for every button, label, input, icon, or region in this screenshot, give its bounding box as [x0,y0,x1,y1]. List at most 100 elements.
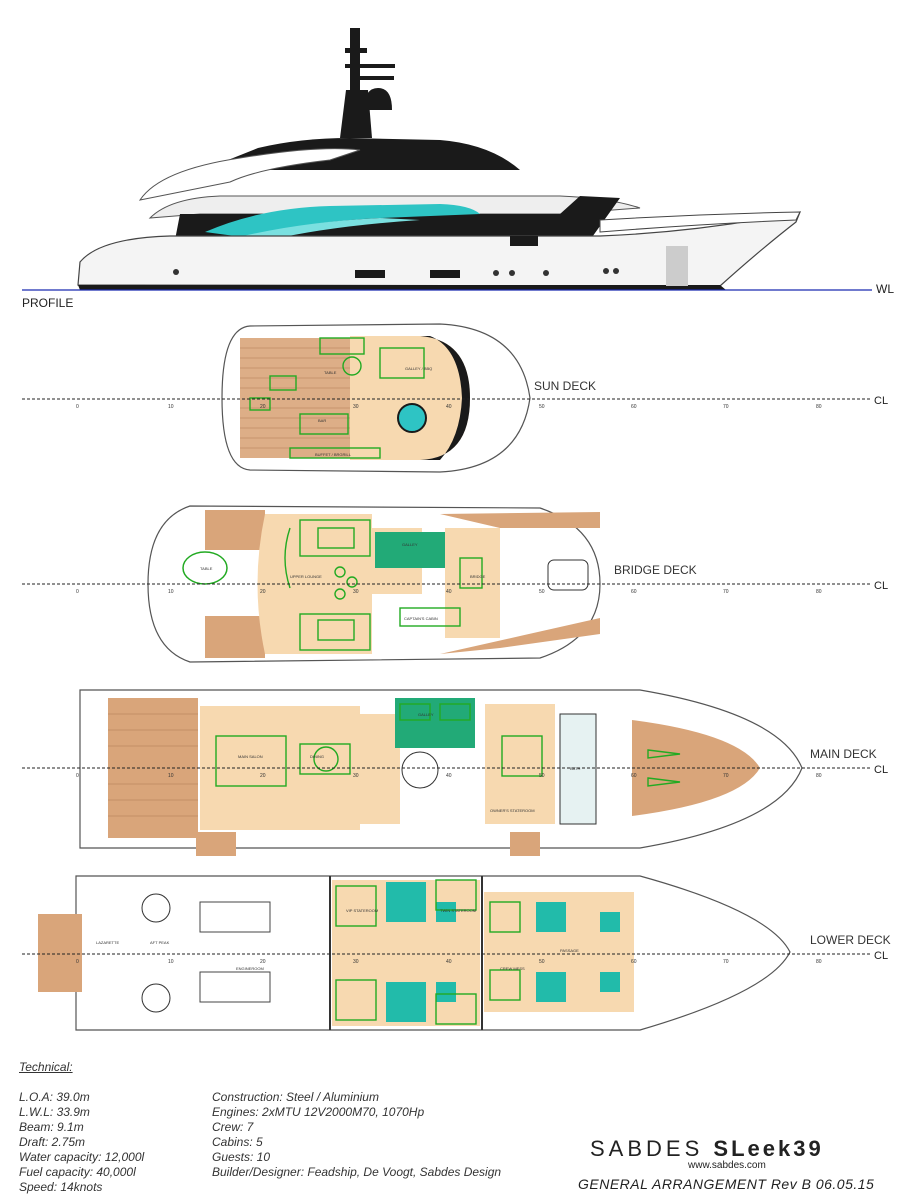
anchor-pocket [666,246,688,286]
cl-symbol: CL [874,395,888,407]
svg-text:10: 10 [168,404,174,410]
svg-text:GALLEY: GALLEY [402,542,418,547]
spec-water: Water capacity: 12,000l [19,1150,145,1164]
svg-text:CREW MESS: CREW MESS [500,966,525,971]
svg-text:VIP STATEROOM: VIP STATEROOM [346,908,378,913]
svg-text:70: 70 [723,404,729,410]
spec-guests: Guests: 10 [212,1150,271,1164]
svg-text:60: 60 [631,959,637,965]
svg-text:80: 80 [816,773,822,779]
svg-text:40: 40 [446,959,452,965]
spec-lwl: L.W.L: 33.9m [19,1105,90,1119]
specs-left: L.O.A: 39.0m L.W.L: 33.9m Beam: 9.1m Dra… [19,1090,144,1195]
jacuzzi [397,403,427,433]
svg-text:UPPER LOUNGE: UPPER LOUNGE [290,574,322,579]
svg-text:50: 50 [539,959,545,965]
spec-speed: Speed: 14knots [19,1180,103,1194]
svg-text:CAPTAIN'S CABIN: CAPTAIN'S CABIN [404,616,438,621]
spec-builder: Builder/Designer: Feadship, De Voogt, Sa… [212,1165,502,1179]
svg-text:30: 30 [353,589,359,595]
spec-beam: Beam: 9.1m [19,1120,84,1134]
svg-text:60: 60 [631,404,637,410]
svg-text:70: 70 [723,959,729,965]
main-galley [395,698,475,748]
svg-text:60: 60 [631,773,637,779]
model-name: SLeek39 [713,1136,824,1161]
svg-text:BAR: BAR [318,418,326,423]
svg-text:TABLE: TABLE [324,370,337,375]
yacht-profile-drawing: WL PROFILE [22,28,894,310]
sun-deck-label: SUN DECK [534,379,596,393]
svg-text:CL: CL [874,950,888,962]
svg-text:MAIN SALON: MAIN SALON [238,754,263,759]
spec-fuel: Fuel capacity: 40,000l [19,1165,136,1179]
main-deck-furniture [215,703,681,787]
bathrooms [386,882,620,1022]
spec-draft: Draft: 2.75m [19,1135,86,1149]
svg-text:OWNER'S STATEROOM: OWNER'S STATEROOM [490,808,535,813]
svg-text:40: 40 [446,589,452,595]
svg-text:BUFFET / BRGRILL: BUFFET / BRGRILL [315,452,352,457]
spec-crew: Crew: 7 [212,1120,254,1134]
svg-text:80: 80 [816,589,822,595]
svg-text:20: 20 [260,773,266,779]
svg-text:GALLEY / BBQ: GALLEY / BBQ [405,366,432,371]
website: www.sabdes.com [688,1160,766,1171]
engine-stbd [199,971,271,1003]
main-deck-label: MAIN DECK [810,747,877,761]
svg-text:0: 0 [76,589,79,595]
svg-text:TABLE: TABLE [200,566,213,571]
hull [77,211,801,287]
bridge-galley [375,532,445,568]
svg-text:TWIN STATEROOM: TWIN STATEROOM [440,908,476,913]
radome [364,88,392,110]
svg-text:CL: CL [874,580,888,592]
owners-stateroom [485,704,555,824]
sun-deck-hardtop-arc [420,336,470,460]
svg-text:80: 80 [816,404,822,410]
svg-text:PASSAGE: PASSAGE [560,948,579,953]
svg-text:30: 30 [353,959,359,965]
spec-construction: Construction: Steel / Aluminium [212,1090,379,1104]
lower-deck-furniture [335,879,521,1025]
svg-text:LAZARETTE: LAZARETTE [96,940,119,945]
main-deck-plan: MAIN SALON DINING GALLEY OWNER'S STATERO… [22,689,888,856]
svg-text:0: 0 [76,404,79,410]
svg-text:80: 80 [816,959,822,965]
svg-text:50: 50 [539,589,545,595]
drawing-subtitle: GENERAL ARRANGEMENT Rev B 06.05.15 [578,1176,875,1192]
svg-text:40: 40 [446,773,452,779]
svg-text:BATH: BATH [570,766,580,771]
svg-text:10: 10 [168,773,174,779]
svg-text:70: 70 [723,589,729,595]
svg-text:20: 20 [260,959,266,965]
boot-stripe [78,285,726,290]
svg-text:10: 10 [168,589,174,595]
teal-glass [205,204,480,238]
svg-text:AFT PEAK: AFT PEAK [150,940,170,945]
swim-platform [38,914,82,992]
bath [559,713,597,825]
svg-text:CL: CL [874,764,888,776]
aft-table [182,551,228,585]
brand-name: SABDES [590,1136,704,1161]
foredeck [632,720,760,816]
spec-cabins: Cabins: 5 [212,1135,263,1149]
svg-text:50: 50 [539,773,545,779]
spec-loa: L.O.A: 39.0m [19,1090,90,1104]
spiral-stair [401,751,439,789]
bridge-deck-furniture [284,519,483,651]
svg-text:10: 10 [168,959,174,965]
svg-text:70: 70 [723,773,729,779]
wl-label: WL [876,282,894,296]
svg-text:60: 60 [631,589,637,595]
svg-text:30: 30 [353,404,359,410]
svg-text:0: 0 [76,959,79,965]
sun-deck-plan: TABLE GALLEY / BBQ BAR BUFFET / BRGRILL … [22,323,888,473]
spec-engines: Engines: 2xMTU 12V2000M70, 1070Hp [212,1105,425,1119]
svg-text:30: 30 [353,773,359,779]
svg-text:40: 40 [446,404,452,410]
bridge-deck-plan: TABLE UPPER LOUNGE GALLEY BRIDGE CAPTAIN… [22,505,888,663]
svg-text:50: 50 [539,404,545,410]
svg-text:20: 20 [260,589,266,595]
